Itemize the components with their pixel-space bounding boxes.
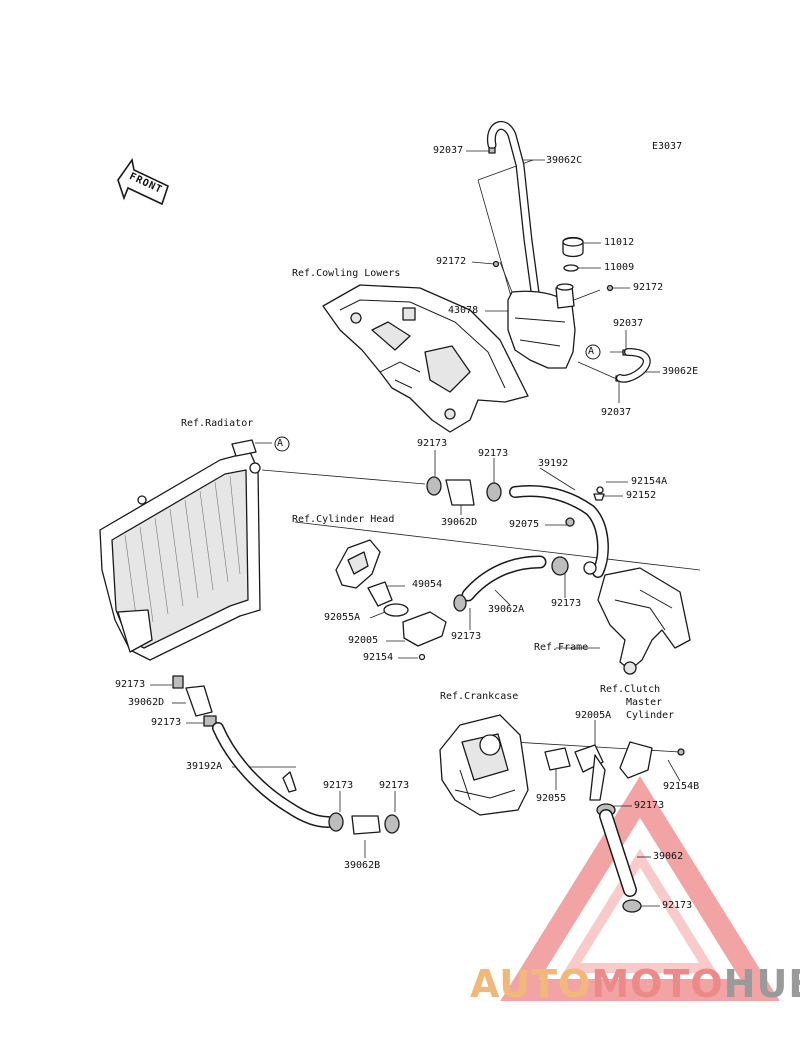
label-39062C: 39062C (546, 155, 583, 166)
label-92154: 92154 (363, 652, 394, 663)
cylinder-head-thermostat (335, 539, 447, 661)
label-92152: 92152 (626, 490, 657, 501)
label-39062B: 39062B (344, 860, 381, 871)
label-92173-i: 92173 (634, 800, 665, 811)
watermark-auto: AUTO (470, 962, 592, 1006)
water-fitting (544, 744, 606, 801)
hose-39062 (596, 803, 642, 913)
ref-frame: Ref.Frame (534, 642, 589, 653)
watermark-logo: AUTOMOTOHUB (470, 962, 800, 1006)
ref-cowling-lowers: Ref.Cowling Lowers (292, 268, 401, 279)
front-arrow-icon (117, 158, 169, 206)
label-92037-top: 92037 (433, 145, 464, 156)
hose-39062A (453, 555, 597, 612)
hose-39062C (486, 121, 540, 297)
marker-a-label-left: A (277, 438, 284, 449)
label-92037-mid: 92037 (613, 318, 644, 329)
label-92173-a: 92173 (417, 438, 448, 449)
clutch-master-cylinder (619, 741, 685, 779)
label-92173-d: 92173 (451, 631, 482, 642)
crankcase (439, 714, 529, 816)
label-49054: 49054 (412, 579, 443, 590)
label-92173-h: 92173 (379, 780, 410, 791)
label-92173-g: 92173 (323, 780, 354, 791)
label-92005: 92005 (348, 635, 379, 646)
ref-clutch-master: Master (626, 697, 663, 708)
ref-radiator: Ref.Radiator (181, 418, 254, 429)
radiator (99, 439, 261, 661)
label-39062A: 39062A (488, 604, 525, 615)
label-92173-f: 92173 (151, 717, 182, 728)
label-39192: 39192 (538, 458, 569, 469)
label-39062D-top: 39062D (441, 517, 478, 528)
diagram-code: E3037 (652, 141, 683, 152)
marker-a-label-right: A (588, 346, 595, 357)
ref-crankcase: Ref.Crankcase (440, 691, 519, 702)
label-92173-b: 92173 (478, 448, 509, 459)
marker-a-circles (274, 344, 601, 452)
reservoir-tank (507, 283, 576, 369)
label-39062D-left: 39062D (128, 697, 165, 708)
label-92037-bot: 92037 (601, 407, 632, 418)
watermark-hub: HUB (723, 962, 800, 1006)
ref-clutch-cylinder: Cylinder (626, 710, 675, 721)
label-39062: 39062 (653, 851, 684, 862)
label-39192A: 39192A (186, 761, 223, 772)
hose-39062E (616, 348, 651, 383)
lower-left-hoses (172, 675, 400, 835)
reservoir-cap (562, 236, 584, 272)
frame (597, 567, 691, 675)
cowling-lowers (322, 284, 529, 433)
label-92005A: 92005A (575, 710, 612, 721)
label-92055: 92055 (536, 793, 567, 804)
label-92075: 92075 (509, 519, 540, 530)
label-92173-j: 92173 (662, 900, 693, 911)
hose-39192 (509, 485, 609, 578)
label-92172-right: 92172 (633, 282, 664, 293)
label-92172-left: 92172 (436, 256, 467, 267)
label-11009: 11009 (604, 262, 635, 273)
label-43078: 43078 (448, 305, 479, 316)
ref-cylinder-head: Ref.Cylinder Head (292, 514, 395, 525)
label-92173-c: 92173 (551, 598, 582, 609)
ref-clutch: Ref.Clutch (600, 684, 661, 695)
label-11012: 11012 (604, 237, 635, 248)
upper-clamp-hose (426, 476, 502, 506)
label-39062E: 39062E (662, 366, 699, 377)
watermark-moto: MOTO (591, 962, 724, 1006)
label-92055A: 92055A (324, 612, 361, 623)
label-92173-e: 92173 (115, 679, 146, 690)
label-92154A: 92154A (631, 476, 668, 487)
watermark-triangle (500, 776, 780, 1001)
label-92154B: 92154B (663, 781, 700, 792)
